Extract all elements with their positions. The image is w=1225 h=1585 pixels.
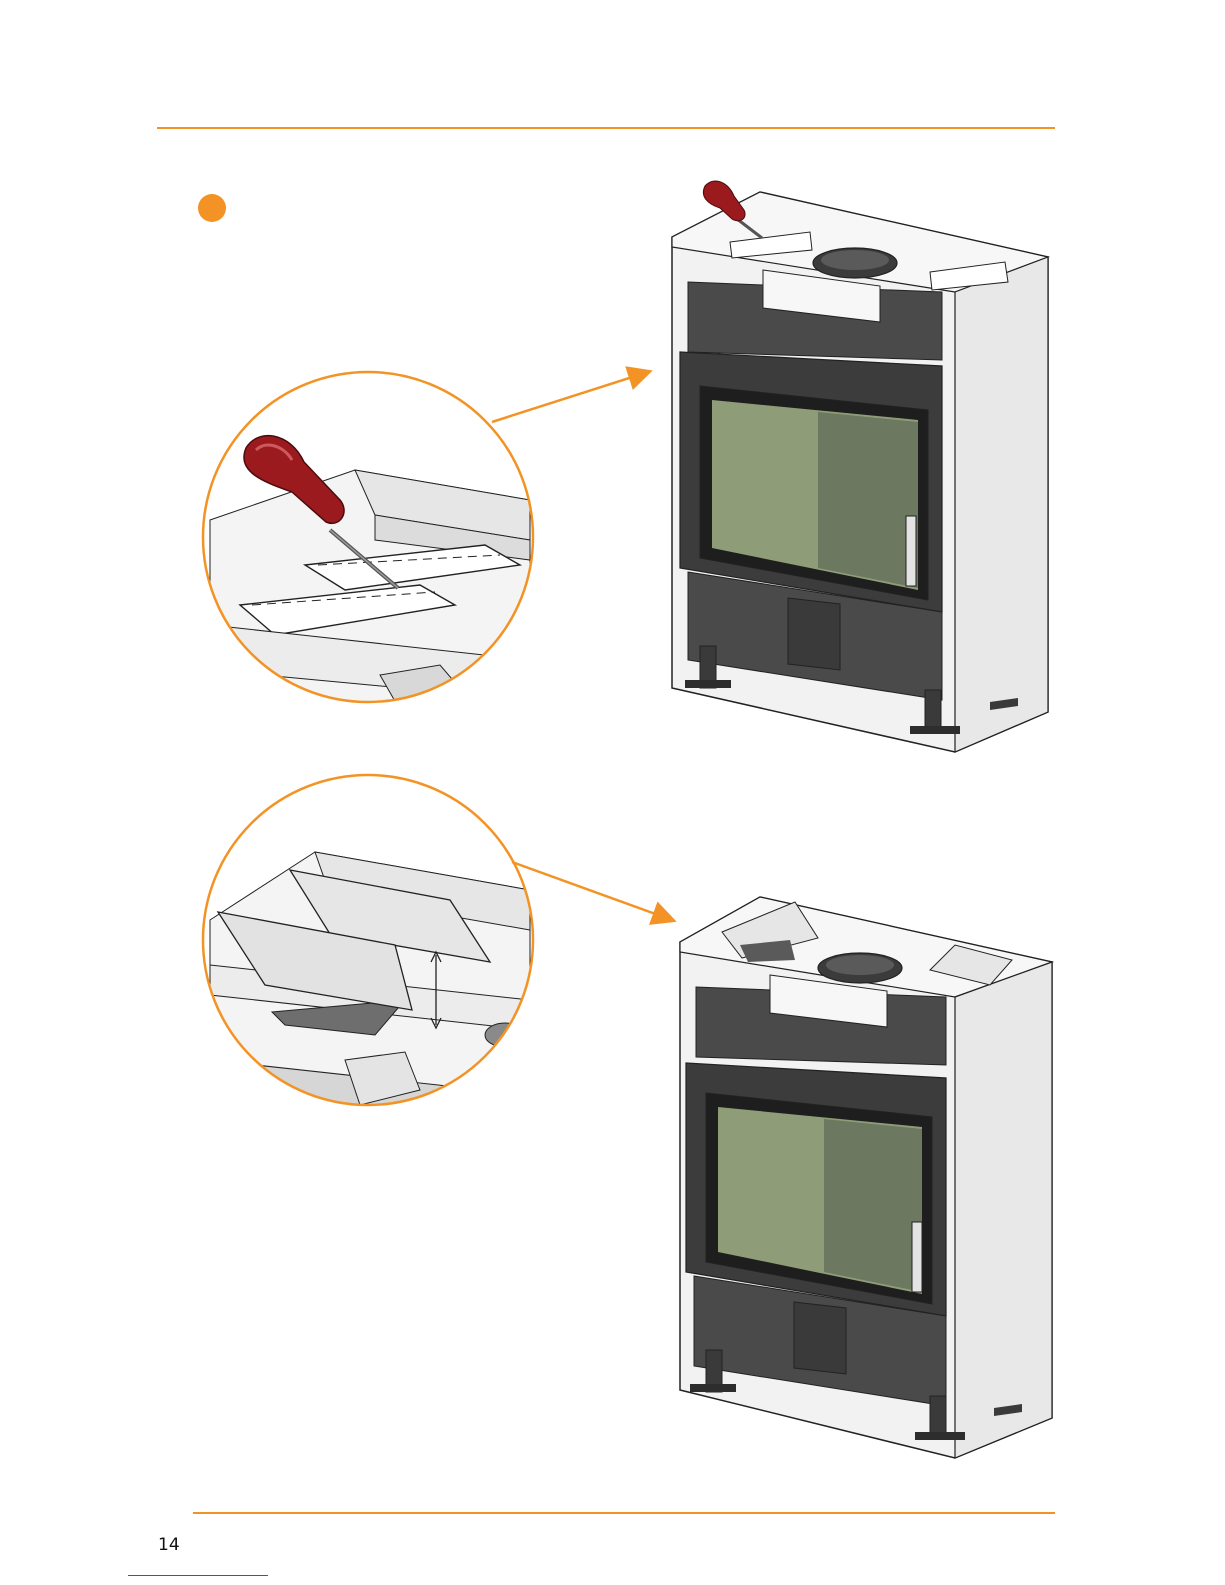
zoom-detail-bent-panels bbox=[200, 775, 540, 1115]
stove-illustration-bottom bbox=[680, 897, 1052, 1458]
footer-link-underline[interactable] bbox=[128, 1575, 268, 1576]
pointer-arrow-bottom bbox=[512, 862, 672, 920]
footer-rule bbox=[193, 1512, 1055, 1514]
stove-illustration-top bbox=[672, 181, 1048, 752]
page-number: 14 bbox=[158, 1535, 180, 1555]
pointer-arrow-top bbox=[492, 372, 648, 422]
zoom-detail-knockout bbox=[200, 370, 540, 720]
